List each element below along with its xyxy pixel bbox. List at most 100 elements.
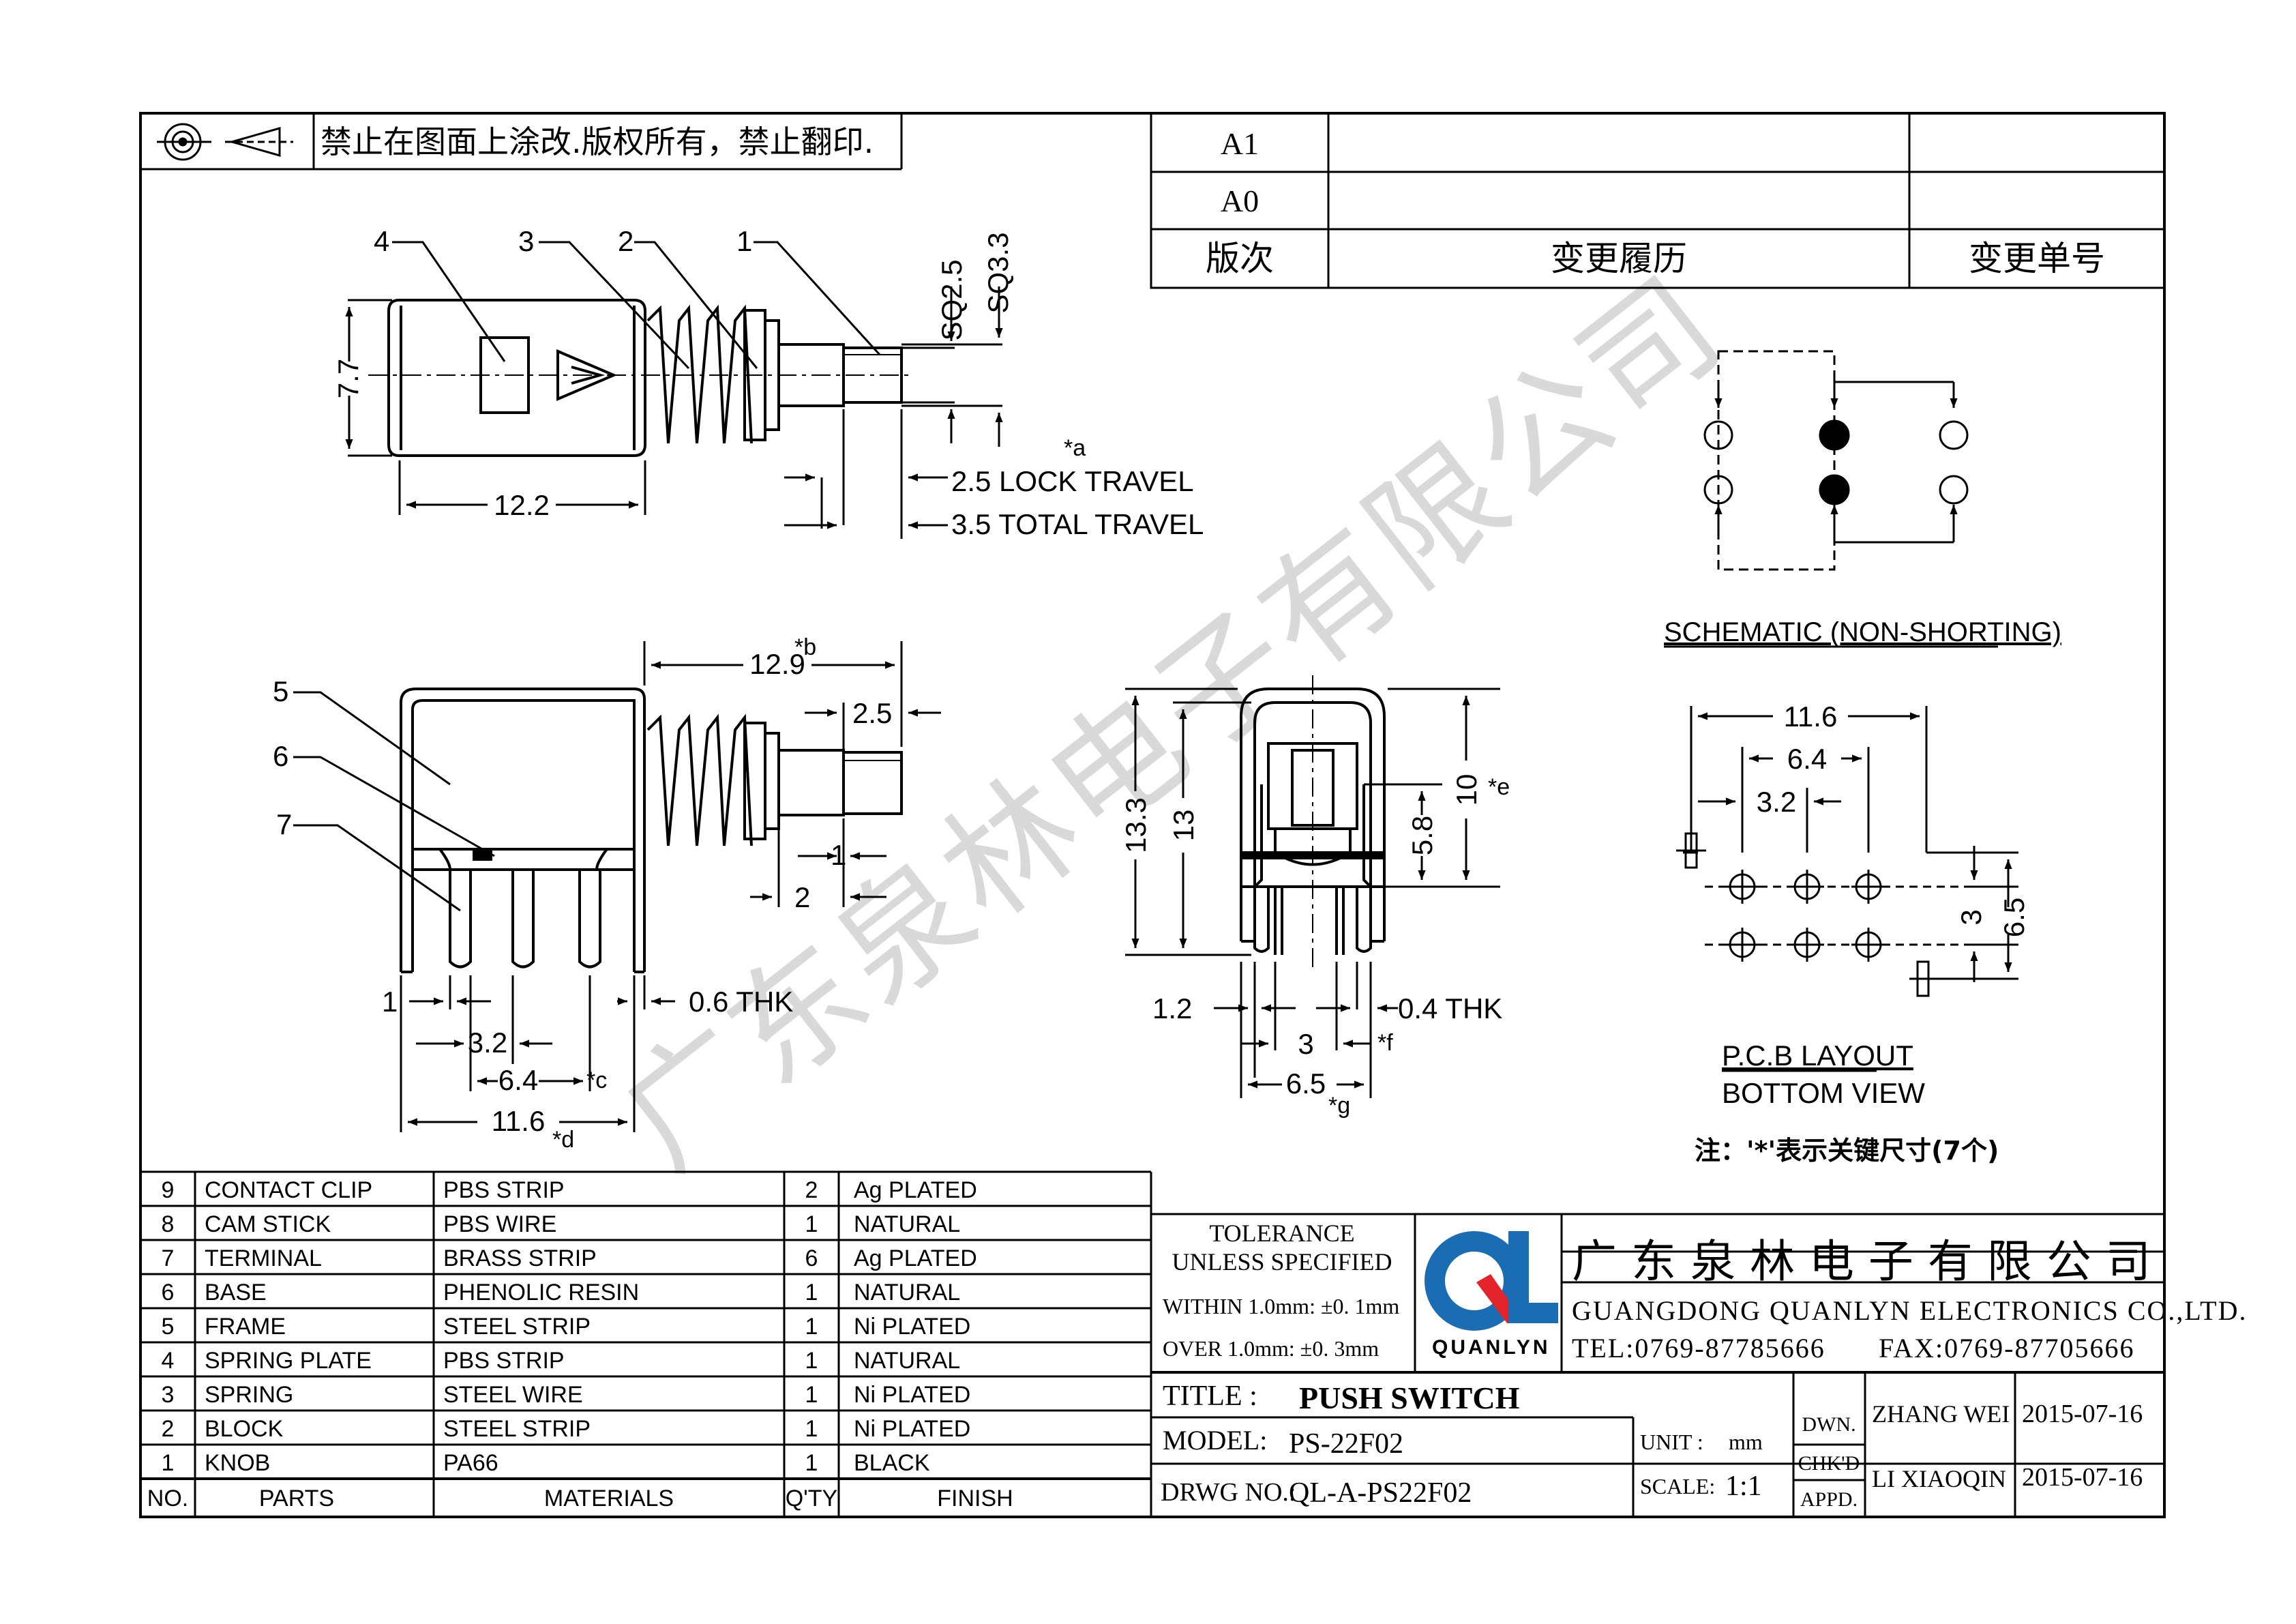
dim-sq3-3: SQ3.3 — [982, 232, 1014, 313]
pcb-holes — [1705, 870, 1964, 962]
dim-width-6-5: 6.5 — [1286, 1067, 1326, 1099]
dim-overall-12-9: 12.9 — [749, 648, 805, 680]
bom-cell-qty: 1 — [805, 1348, 818, 1374]
bom-cell-material: STEEL STRIP — [443, 1416, 591, 1442]
dim-pitch-3-mark: *f — [1377, 1030, 1393, 1056]
bom-cell-part: TERMINAL — [205, 1245, 322, 1271]
dim-pitch-3-2: 3.2 — [468, 1027, 507, 1059]
pcb-label-layout: P.C.B LAYOUT — [1722, 1039, 1913, 1072]
top-view-labels: 4 3 2 1 SQ2.5 SQ3.3 7.7 12.2 *a 2.5 LOCK… — [332, 225, 1204, 540]
dim-pin-1-2: 1.2 — [1152, 992, 1192, 1024]
bom-cell-material: STEEL WIRE — [443, 1382, 583, 1408]
company-name-en: GUANGDONG QUANLYN ELECTRONICS CO.,LTD. — [1572, 1295, 2248, 1326]
pcb-layout — [1676, 706, 2018, 997]
contact-common-icon — [1819, 474, 1850, 505]
side-view-dimensions — [293, 641, 941, 1132]
dim-13-3: 13.3 — [1120, 797, 1152, 853]
bom-cell-qty: 1 — [805, 1382, 818, 1408]
rev-header-version: 版次 — [1206, 239, 1274, 278]
bom-cell-part: FRAME — [205, 1314, 286, 1340]
dim-height-7-7: 7.7 — [332, 359, 364, 398]
dim-sq2-5: SQ2.5 — [936, 259, 968, 340]
tolerance-subtitle: UNLESS SPECIFIED — [1172, 1248, 1392, 1275]
chkd-label: CHK'D — [1798, 1452, 1860, 1475]
dim-thk-0-6: 0.6 THK — [689, 986, 793, 1018]
svg-text:广东泉林电子有限公司: 广东泉林电子有限公司 — [595, 247, 1751, 1197]
dim-overall-mark: *b — [794, 634, 816, 660]
callout-2: 2 — [618, 225, 633, 257]
dim-width-11-6-mark: *d — [552, 1127, 574, 1153]
tolerance-over: OVER 1.0mm: ±0. 3mm — [1163, 1336, 1379, 1361]
contact-open-icon — [1703, 420, 1733, 450]
bom-cell-finish: NATURAL — [854, 1348, 960, 1374]
bom-header-materials: MATERIALS — [544, 1486, 674, 1511]
dim-pin-1: 1 — [382, 986, 398, 1018]
rev-header-history: 变更履历 — [1551, 239, 1687, 278]
bom-cell-part: KNOB — [205, 1450, 270, 1476]
callout-1: 1 — [736, 225, 752, 257]
title-block-text: TOLERANCE UNLESS SPECIFIED WITHIN 1.0mm:… — [1161, 1220, 2248, 1511]
bom-cell-qty: 1 — [805, 1416, 818, 1442]
tolerance-within: WITHIN 1.0mm: ±0. 1mm — [1163, 1294, 1399, 1318]
bom-cell-no: 8 — [162, 1211, 175, 1237]
dim-width-11-6: 11.6 — [492, 1105, 546, 1137]
bom-cell-part: BASE — [205, 1280, 267, 1305]
bom-cell-no: 3 — [162, 1382, 175, 1408]
contact-open-icon — [1703, 475, 1733, 505]
chkd-date: 2015-07-16 — [2022, 1463, 2143, 1492]
bom-cell-material: PHENOLIC RESIN — [443, 1280, 639, 1305]
model-value: PS-22F02 — [1289, 1428, 1403, 1460]
dim-gap-1: 1 — [831, 839, 846, 871]
bom-cell-material: PBS STRIP — [443, 1177, 565, 1203]
top-view — [368, 299, 914, 457]
schematic — [1703, 350, 1969, 571]
total-travel: 3.5 TOTAL TRAVEL — [951, 508, 1204, 540]
dim-13: 13 — [1167, 810, 1199, 842]
copyright-notice: 禁止在图面上涂改.版权所有，禁止翻印. — [320, 123, 874, 160]
side-view — [400, 688, 903, 973]
bom-cell-no: 9 — [162, 1177, 175, 1203]
drwg-label: DRWG NO.: — [1161, 1478, 1296, 1507]
appd-label: APPD. — [1800, 1488, 1858, 1511]
tolerance-title: TOLERANCE — [1209, 1220, 1354, 1247]
revision-table — [1150, 112, 2166, 289]
pcb-dim-3: 3 — [1955, 909, 1987, 925]
unit-label: UNIT : — [1640, 1430, 1703, 1454]
lock-travel: 2.5 LOCK TRAVEL — [951, 465, 1194, 497]
bom-cell-material: BRASS STRIP — [443, 1245, 597, 1271]
lock-note-mark: *a — [1064, 435, 1086, 461]
pcb-dim-6-5: 6.5 — [1998, 898, 2030, 937]
bom-cell-no: 4 — [162, 1348, 175, 1374]
callout-6: 6 — [273, 740, 288, 772]
dim-gap-2: 2 — [794, 881, 810, 913]
bom-cell-part: BLOCK — [205, 1416, 284, 1442]
bom-table-grid — [140, 1170, 1152, 1517]
rev-a0: A0 — [1221, 183, 1259, 218]
dwn-label: DWN. — [1802, 1413, 1855, 1436]
bom-cell-qty: 1 — [805, 1314, 818, 1340]
watermark: 广东泉林电子有限公司 — [595, 247, 1751, 1197]
scale-label: SCALE: — [1640, 1474, 1715, 1498]
chkd-name: LI XIAOQIN — [1872, 1465, 2006, 1492]
dim-width-6-5-mark: *g — [1328, 1093, 1350, 1119]
bom-header-no: NO. — [147, 1486, 188, 1511]
rev-a1: A1 — [1221, 126, 1259, 161]
dim-10-mark: *e — [1488, 774, 1510, 800]
bom-cell-finish: NATURAL — [854, 1280, 960, 1305]
bom-cell-qty: 6 — [805, 1245, 818, 1271]
schematic-label: SCHEMATIC (NON-SHORTING) — [1664, 617, 2061, 647]
bom-cell-qty: 1 — [805, 1211, 818, 1237]
dim-pitch-3: 3 — [1298, 1028, 1313, 1060]
bom-cell-finish: Ag PLATED — [854, 1245, 977, 1271]
dim-length-12-2: 12.2 — [494, 489, 550, 521]
dim-pitch-6-4: 6.4 — [498, 1064, 538, 1096]
bom-cell-finish: Ni PLATED — [854, 1382, 970, 1408]
first-angle-projection-icon — [157, 123, 293, 161]
header-notice: 禁止在图面上涂改.版权所有，禁止翻印. — [140, 113, 903, 171]
